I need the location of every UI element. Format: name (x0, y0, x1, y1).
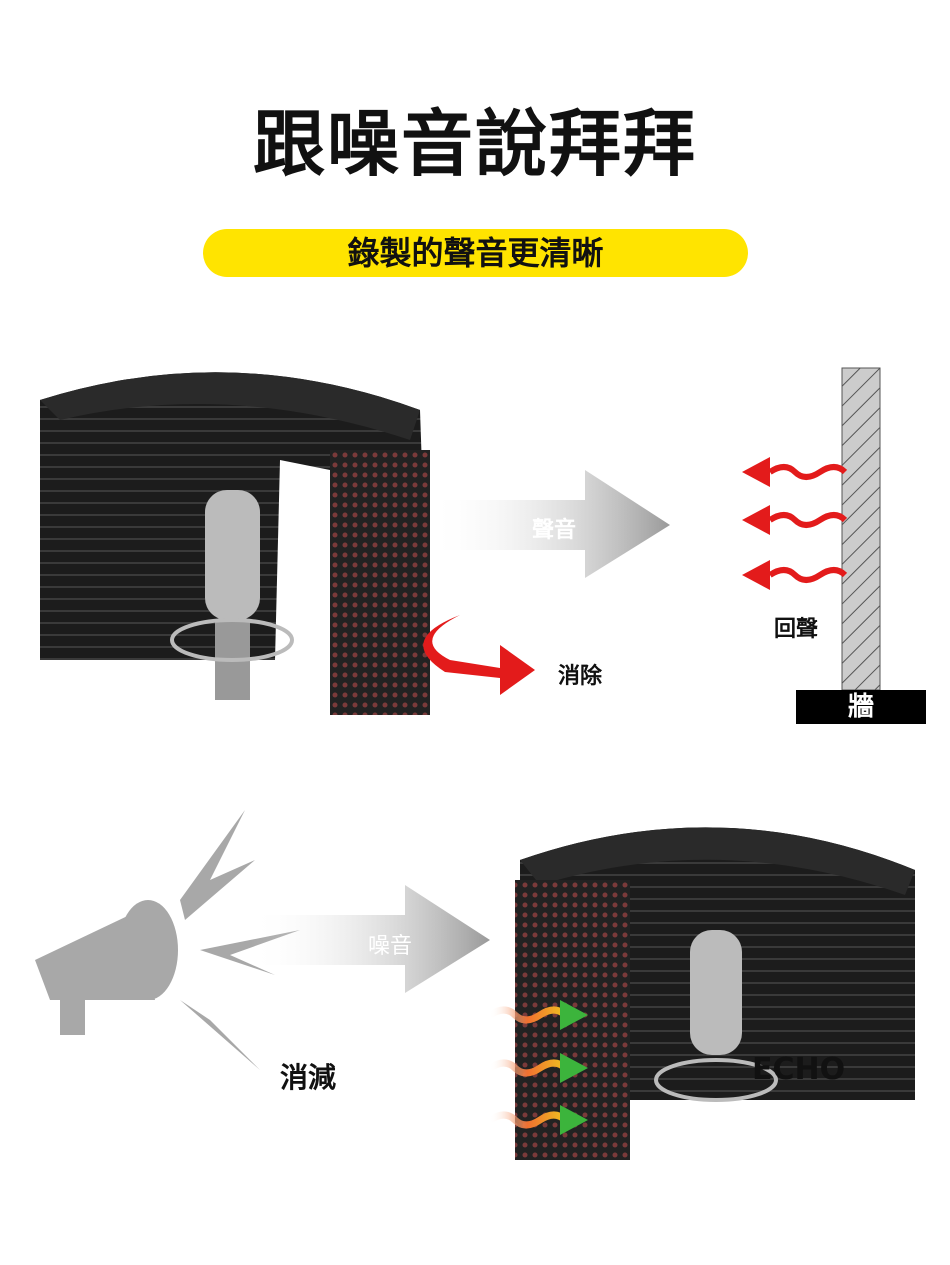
eliminate-label: 消除 (552, 656, 609, 692)
subtitle-banner: 錄製的聲音更清晰 (203, 229, 748, 277)
eliminate-arrow-icon (423, 615, 535, 695)
echo-waves-icon (768, 464, 848, 583)
page-title: 跟噪音說拜拜 (252, 102, 697, 186)
vocal-booth-shield-top (40, 372, 430, 715)
megaphone-icon (35, 810, 300, 1070)
reduce-label: 消減 (274, 1054, 343, 1098)
wall (841, 367, 881, 691)
echo-label: 回聲 (768, 609, 825, 645)
sound-arrow (430, 470, 670, 578)
noise-label: 噪音 (368, 934, 413, 959)
echo-text: ECHO (752, 1052, 846, 1087)
vocal-booth-shield-bottom (515, 827, 915, 1160)
sound-label: 聲音 (532, 518, 577, 543)
absorbed-noise-arrows-icon (488, 1000, 588, 1135)
noise-arrow (250, 885, 490, 993)
wall-label: 牆 (796, 690, 926, 724)
